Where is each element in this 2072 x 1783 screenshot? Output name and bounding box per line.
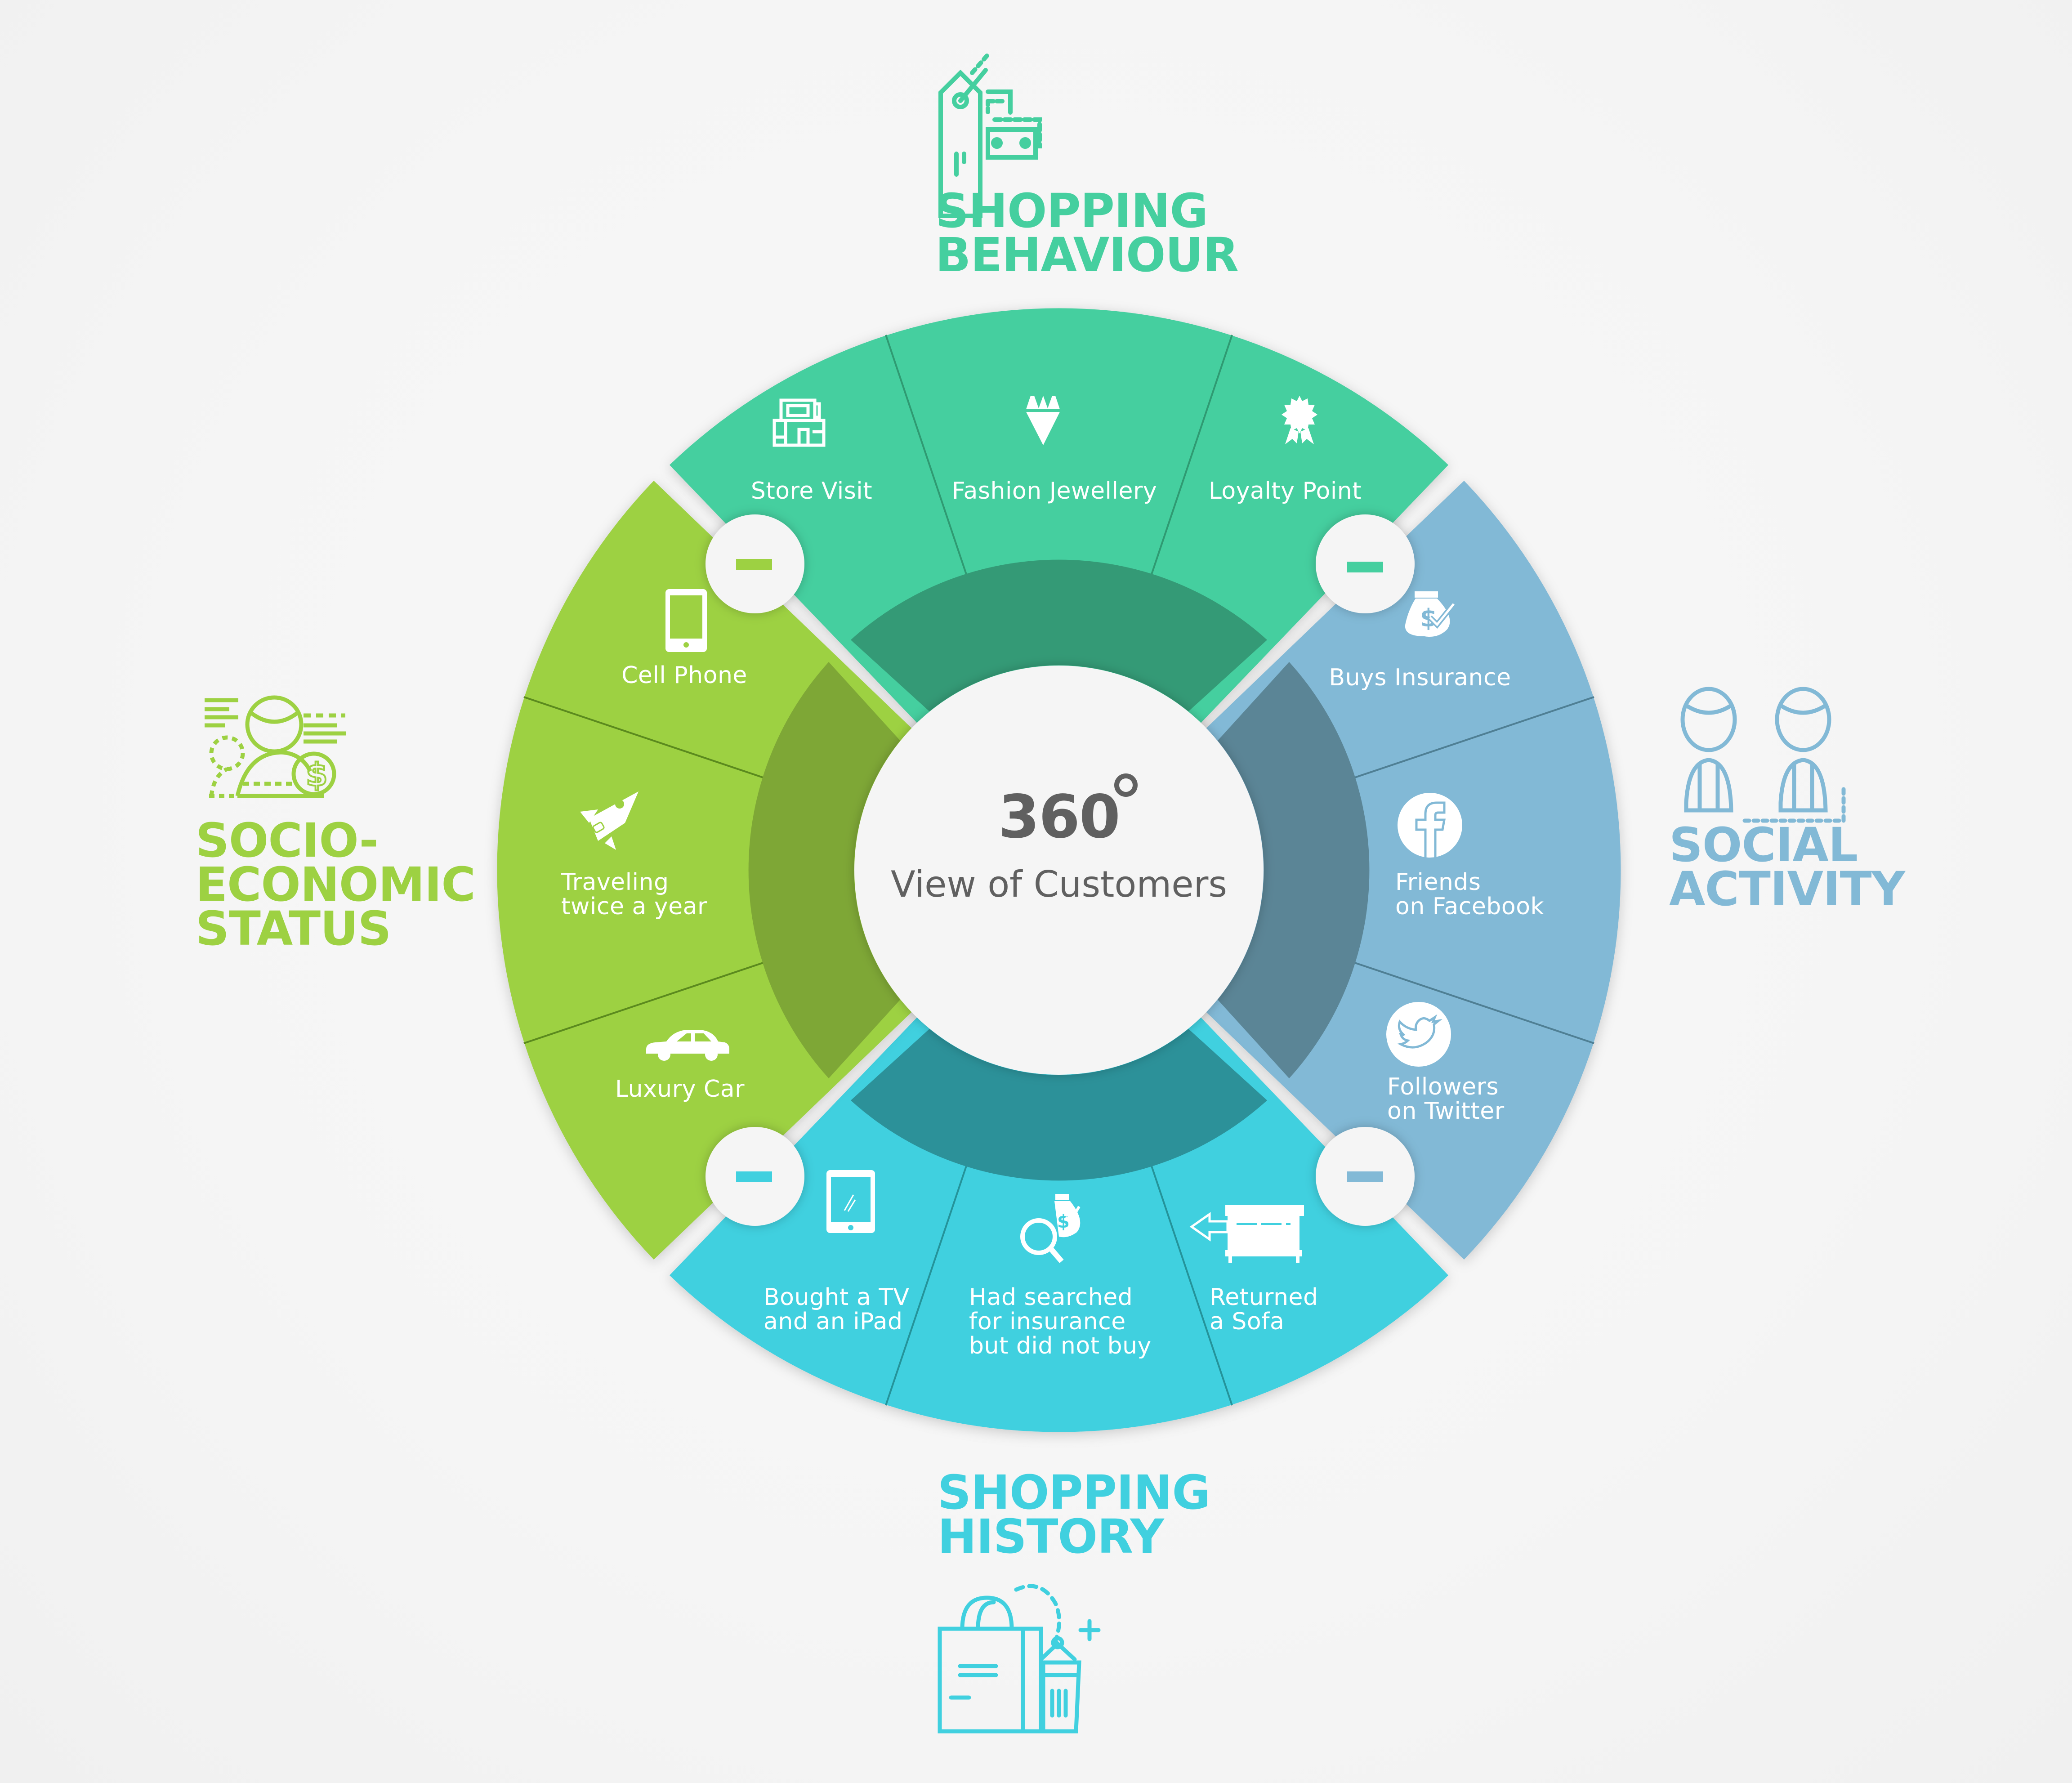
collapse-button-bottom-right[interactable] (1316, 1127, 1415, 1226)
inner-ring-socio-economic (748, 662, 900, 1078)
center-disc (854, 666, 1264, 1075)
segment-traveling[interactable]: Traveling twice a year (561, 869, 707, 920)
segment-bought-tv-ipad[interactable]: Bought a TV and an iPad (764, 1284, 910, 1335)
tablet-icon (826, 1170, 875, 1233)
center-subtitle: View of Customers (890, 863, 1228, 905)
money-bag-check-icon: $ (1405, 591, 1456, 637)
segment-fashion-jewellery[interactable]: Fashion Jewellery (951, 478, 1157, 505)
car-icon (646, 1030, 729, 1061)
award-badge-icon (1282, 396, 1317, 444)
diamond-icon (1026, 396, 1060, 445)
category-title-shopping-behaviour: SHOPPING BEHAVIOUR (935, 183, 1239, 282)
collapse-button-top-right[interactable] (1316, 514, 1415, 613)
store-building-icon (773, 398, 826, 447)
search-money-bag-icon: $ (1020, 1194, 1081, 1263)
segment-followers-twitter[interactable]: Followers on Twitter (1387, 1073, 1505, 1125)
segment-luxury-car[interactable]: Luxury Car (615, 1076, 745, 1103)
twitter-icon (1386, 1002, 1451, 1067)
svg-text:$: $ (306, 756, 328, 793)
inner-ring-shopping-history (851, 1029, 1267, 1181)
shopping-bag-basket-icon (938, 1584, 1101, 1734)
inner-ring-social-activity (1218, 662, 1370, 1078)
category-title-shopping-history: SHOPPING HISTORY (938, 1465, 1210, 1564)
segment-returned-sofa[interactable]: Returned a Sofa (1210, 1284, 1318, 1335)
center-360-number: 360 (998, 782, 1121, 852)
svg-text:$: $ (1057, 1211, 1070, 1232)
degree-symbol (1114, 773, 1138, 797)
collapse-button-bottom-left[interactable] (706, 1127, 804, 1226)
segment-friends-facebook[interactable]: Friends on Facebook (1395, 869, 1545, 920)
facebook-icon (1398, 793, 1462, 858)
category-title-social-activity: SOCIAL ACTIVITY (1669, 818, 1905, 916)
inner-ring-shopping-behaviour (851, 559, 1267, 711)
segment-buys-insurance[interactable]: Buys Insurance (1329, 664, 1511, 691)
category-title-socio-economic: SOCIO- ECONOMIC STATUS (196, 813, 476, 956)
segment-dividers (523, 335, 1594, 1406)
segment-cell-phone[interactable]: Cell Phone (621, 662, 747, 689)
rocket-icon (580, 791, 639, 850)
person-dollar-icon: $ (205, 695, 346, 798)
segment-store-visit[interactable]: Store Visit (750, 478, 873, 505)
collapse-button-top-left[interactable] (706, 514, 804, 613)
cell-phone-icon (665, 589, 707, 652)
price-tag-money-icon (938, 51, 1042, 218)
sofa-return-icon (1189, 1205, 1304, 1263)
two-users-icon (1680, 687, 1846, 823)
segment-loyalty-point[interactable]: Loyalty Point (1208, 478, 1362, 505)
segment-searched-insurance[interactable]: Had searched for insurance but did not b… (969, 1284, 1152, 1359)
